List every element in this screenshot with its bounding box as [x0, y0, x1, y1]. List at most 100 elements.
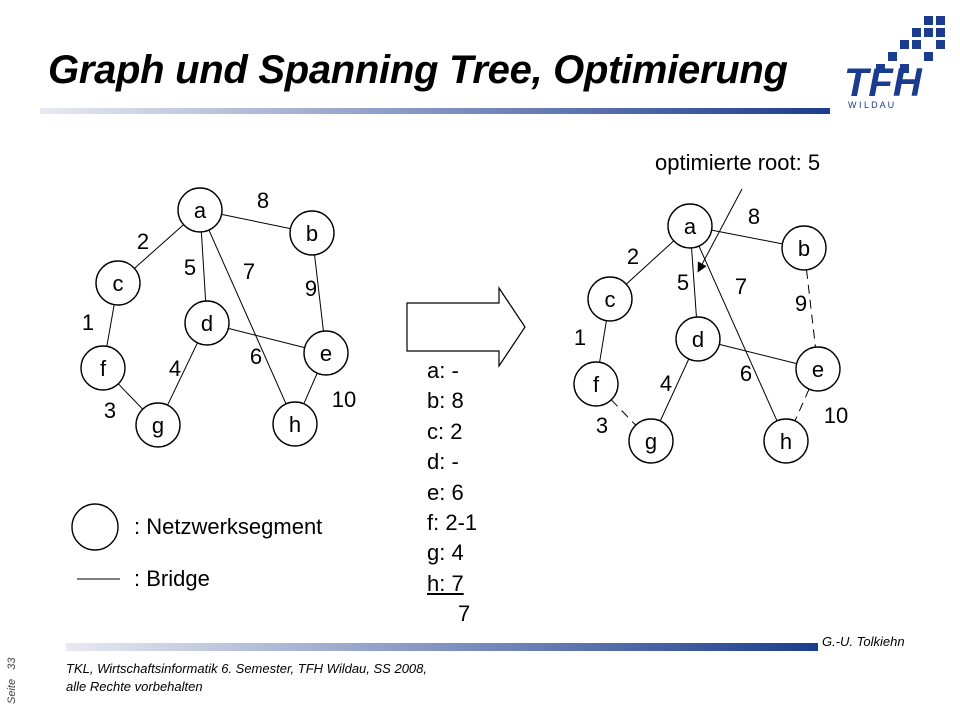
right-node-circle — [628, 418, 674, 464]
path-cost-item: h: 7 — [427, 570, 464, 596]
slide-title: Graph und Spanning Tree, Optimierung — [48, 48, 788, 92]
left-node-circle — [289, 210, 335, 256]
right-edge-f-g — [610, 399, 637, 426]
right-edge-weight: 4 — [660, 371, 672, 396]
course-info: TKL, Wirtschaftsinformatik 6. Semester, … — [66, 660, 427, 696]
left-node-label: h — [289, 412, 301, 437]
right-edge-a-c — [625, 240, 675, 285]
left-edge-weight: 2 — [137, 229, 149, 254]
right-edge-weight: 2 — [627, 244, 639, 269]
legend-segment-circle — [71, 503, 119, 551]
path-cost-list: a: - b: 8 c: 2 d: - e: 6 f: 2-1 g: 4 h: … — [427, 356, 477, 630]
right-edge-a-h — [698, 245, 778, 422]
right-node-label: d — [692, 327, 704, 352]
left-node-h: h — [272, 401, 318, 447]
left-edge-weight: 7 — [243, 259, 255, 284]
path-cost-item: a: - — [427, 358, 459, 383]
tfh-logo: TFH W I L D A U — [844, 16, 945, 110]
right-edge-b-e — [806, 269, 816, 348]
right-edge-weight: 6 — [740, 361, 752, 386]
right-node-e: e — [795, 346, 841, 392]
path-cost-item: b: 8 — [427, 388, 464, 414]
logo-subtext: W I L D A U — [848, 100, 894, 110]
right-node-label: b — [798, 236, 810, 261]
logo-text: TFH — [844, 61, 923, 105]
legend-segment-label: : Netzwerksegment — [134, 514, 323, 539]
left-edge-f-g — [117, 383, 144, 410]
legend-bridge-label: : Bridge — [134, 566, 210, 591]
right-edge-a-b — [711, 229, 783, 245]
left-node-a: a — [177, 187, 223, 233]
logo-pixel-pattern — [876, 16, 945, 73]
right-edge-weight: 7 — [735, 274, 747, 299]
author-label: G.-U. Tolkiehn — [822, 634, 905, 649]
right-node-circle — [763, 418, 809, 464]
left-node-circle — [303, 330, 349, 376]
seite-label: Seite — [6, 678, 18, 704]
left-node-label: g — [152, 413, 164, 438]
left-edge-e-h — [303, 372, 318, 405]
left-node-label: f — [100, 356, 107, 381]
left-node-e: e — [303, 330, 349, 376]
right-node-circle — [675, 316, 721, 362]
left-node-circle — [272, 401, 318, 447]
left-edge-a-h — [208, 229, 287, 405]
right-node-label: c — [605, 287, 616, 312]
left-node-label: e — [320, 341, 332, 366]
right-edge-weight: 9 — [795, 291, 807, 316]
left-edge-d-g — [167, 342, 198, 406]
right-node-circle — [587, 276, 633, 322]
left-node-label: d — [201, 311, 213, 336]
left-node-circle — [80, 345, 126, 391]
left-edge-weight: 8 — [257, 188, 269, 213]
right-node-label: g — [645, 429, 657, 454]
right-node-circle — [781, 225, 827, 271]
right-edge-weight: 1 — [574, 325, 586, 350]
path-cost-item: c: 2 — [427, 418, 463, 444]
left-edge-c-f — [106, 304, 115, 347]
right-node-b: b — [781, 225, 827, 271]
left-node-b: b — [289, 210, 335, 256]
right-node-label: f — [593, 372, 600, 397]
left-edge-a-c — [134, 224, 184, 269]
left-graph-edges — [106, 213, 324, 410]
optimized-root-label: optimierte root: 5 — [655, 150, 821, 175]
left-edge-weight: 1 — [82, 310, 94, 335]
footer-divider — [66, 643, 818, 651]
right-node-circle — [573, 361, 619, 407]
right-edge-weight: 8 — [748, 204, 760, 229]
path-cost-item: e: 6 — [427, 479, 464, 505]
left-edge-weight: 10 — [332, 387, 356, 412]
right-node-label: a — [684, 214, 697, 239]
left-edge-weight: 6 — [250, 344, 262, 369]
right-edge-c-f — [599, 320, 607, 363]
transform-arrow — [406, 286, 526, 368]
left-node-circle — [95, 260, 141, 306]
left-edge-weight: 5 — [184, 255, 196, 280]
path-cost-item: g: 4 — [427, 540, 464, 566]
right-edge-weight: 10 — [824, 403, 848, 428]
left-node-f: f — [80, 345, 126, 391]
path-cost-total: 7 — [458, 601, 471, 627]
left-edge-b-e — [314, 254, 324, 332]
left-edge-a-b — [221, 213, 291, 230]
right-edge-weight: 3 — [596, 413, 608, 438]
course-line-1: TKL, Wirtschaftsinformatik 6. Semester, … — [66, 661, 427, 676]
left-node-g: g — [135, 402, 181, 448]
root-pointer-arrow — [697, 188, 743, 273]
right-node-f: f — [573, 361, 619, 407]
page-number-value: 33 — [6, 657, 18, 670]
right-node-circle — [667, 203, 713, 249]
left-edge-weight: 9 — [305, 276, 317, 301]
left-node-circle — [135, 402, 181, 448]
left-node-label: b — [306, 221, 318, 246]
right-node-a: a — [667, 203, 713, 249]
left-edge-weight: 3 — [104, 398, 116, 423]
title-divider — [40, 108, 830, 114]
right-edge-e-h — [794, 388, 810, 422]
left-node-c: c — [95, 260, 141, 306]
